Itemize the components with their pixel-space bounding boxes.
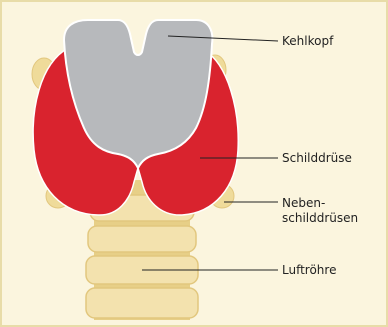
label-parathyroid-line2: schilddrüsen xyxy=(282,211,358,225)
label-trachea: Luftröhre xyxy=(282,263,336,277)
label-thyroid: Schilddrüse xyxy=(282,151,352,165)
label-parathyroid-line1: Neben- xyxy=(282,196,325,210)
label-larynx: Kehlkopf xyxy=(282,34,334,48)
